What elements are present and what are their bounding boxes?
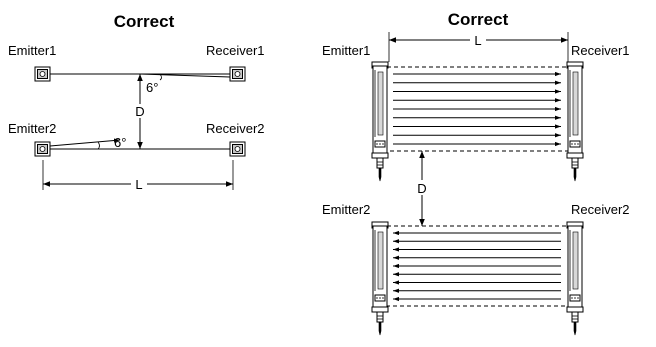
left-angle-arc-bottom: [97, 141, 100, 150]
right-emitter1-light-curtain: [371, 61, 389, 182]
left-receiver2-sensor-icon: [229, 141, 246, 157]
right-receiver1-label: Receiver1: [571, 43, 630, 58]
left-angle-bottom-label: 6°: [114, 135, 126, 150]
left-emitter2-label: Emitter2: [8, 121, 56, 136]
right-pair2-beams: [393, 230, 561, 302]
left-distance-l-label: L: [135, 177, 142, 192]
right-emitter1-label: Emitter1: [322, 43, 370, 58]
right-distance-d-label: D: [417, 181, 426, 196]
left-emitter1-sensor-icon: [34, 66, 51, 82]
right-emitter2-label: Emitter2: [322, 202, 370, 217]
left-emitter1-label: Emitter1: [8, 43, 56, 58]
left-angle-top-label: 6°: [146, 80, 158, 95]
left-angle-arc-top: [159, 73, 162, 81]
right-receiver1-light-curtain: [566, 61, 584, 182]
right-panel: Correct Emitter1 Receiver1 Emitter2 Rece…: [322, 10, 630, 336]
left-pair1-beam-spread-line: [139, 73, 231, 78]
right-pair1-beams: [393, 71, 561, 147]
left-receiver1-sensor-icon: [229, 66, 246, 82]
left-pair2-beam-spread-line: [49, 138, 121, 147]
right-emitter2-light-curtain: [371, 221, 389, 336]
right-distance-l-label: L: [474, 33, 481, 48]
left-emitter2-sensor-icon: [34, 141, 51, 157]
left-distance-d-label: D: [135, 104, 144, 119]
left-receiver2-label: Receiver2: [206, 121, 265, 136]
left-panel-title: Correct: [114, 12, 175, 31]
right-receiver2-light-curtain: [566, 221, 584, 336]
left-panel: Correct Emitter1 Receiver1 Emitter2 Rece…: [8, 12, 265, 192]
left-receiver1-label: Receiver1: [206, 43, 265, 58]
right-receiver2-label: Receiver2: [571, 202, 630, 217]
right-panel-title: Correct: [448, 10, 509, 29]
